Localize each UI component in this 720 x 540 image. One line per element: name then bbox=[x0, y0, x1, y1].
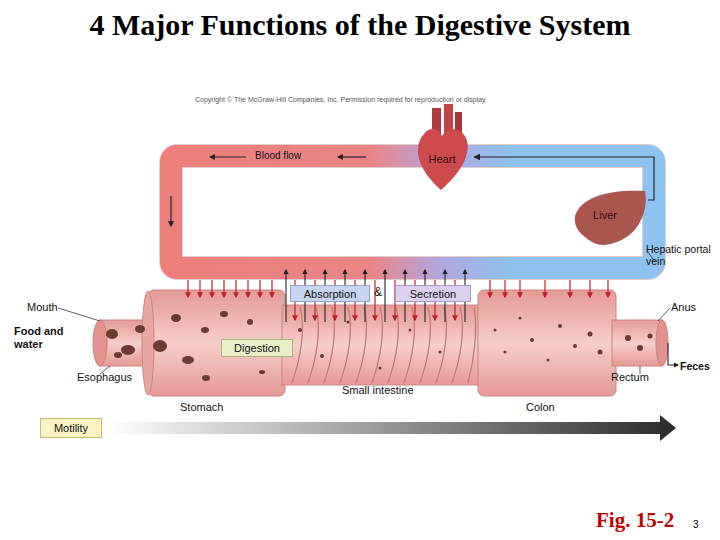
text-label: 3 bbox=[693, 519, 699, 531]
intestine-folds bbox=[292, 307, 476, 383]
heart-outline bbox=[418, 129, 468, 190]
text-label: Food and water bbox=[14, 325, 76, 350]
text-label: Hepatic portal vein bbox=[646, 243, 716, 267]
function-box: Motility bbox=[40, 418, 102, 438]
blood-pipe bbox=[171, 156, 654, 268]
function-box: Digestion bbox=[221, 339, 293, 357]
heart-shape bbox=[410, 104, 474, 192]
node-label: Heart bbox=[429, 153, 456, 165]
node-label: Liver bbox=[593, 209, 617, 221]
text-label: Anus bbox=[671, 301, 696, 314]
function-box: Secretion bbox=[395, 285, 471, 302]
text-label: Stomach bbox=[180, 401, 223, 414]
digestive-tract bbox=[93, 290, 668, 396]
heart-organ: Heart bbox=[410, 104, 474, 192]
function-box: Absorption bbox=[290, 285, 370, 302]
leader-lines bbox=[58, 252, 670, 374]
text-label: & bbox=[374, 286, 382, 300]
secretion-arrows bbox=[188, 280, 608, 320]
node-label: Motility bbox=[54, 422, 88, 434]
text-label: Feces bbox=[680, 360, 710, 372]
text-label: Small intestine bbox=[342, 384, 414, 397]
text-label: Colon bbox=[526, 401, 555, 414]
blood-pipe-shadow bbox=[171, 156, 654, 268]
flow-arrows bbox=[171, 157, 366, 226]
text-label: Rectum bbox=[611, 371, 649, 384]
liver-outline bbox=[575, 191, 646, 245]
food-particles bbox=[106, 311, 653, 381]
motility-arrow bbox=[105, 415, 676, 441]
caption-text: Fig. 15-2 bbox=[596, 508, 674, 533]
node-label: Absorption bbox=[304, 288, 357, 300]
liver-organ: Liver bbox=[572, 186, 648, 250]
node-label: Digestion bbox=[234, 342, 280, 354]
absorption-arrows bbox=[286, 270, 465, 322]
text-label: Copyright © The McGraw-Hill Companies, I… bbox=[195, 96, 487, 104]
node-label: Secretion bbox=[410, 288, 456, 300]
text-label: Esophagus bbox=[77, 371, 132, 384]
title-text: 4 Major Functions of the Digestive Syste… bbox=[0, 8, 720, 42]
text-label: Mouth bbox=[27, 301, 58, 314]
text-label: Blood flow bbox=[255, 150, 301, 162]
feces-arrow bbox=[668, 343, 678, 365]
